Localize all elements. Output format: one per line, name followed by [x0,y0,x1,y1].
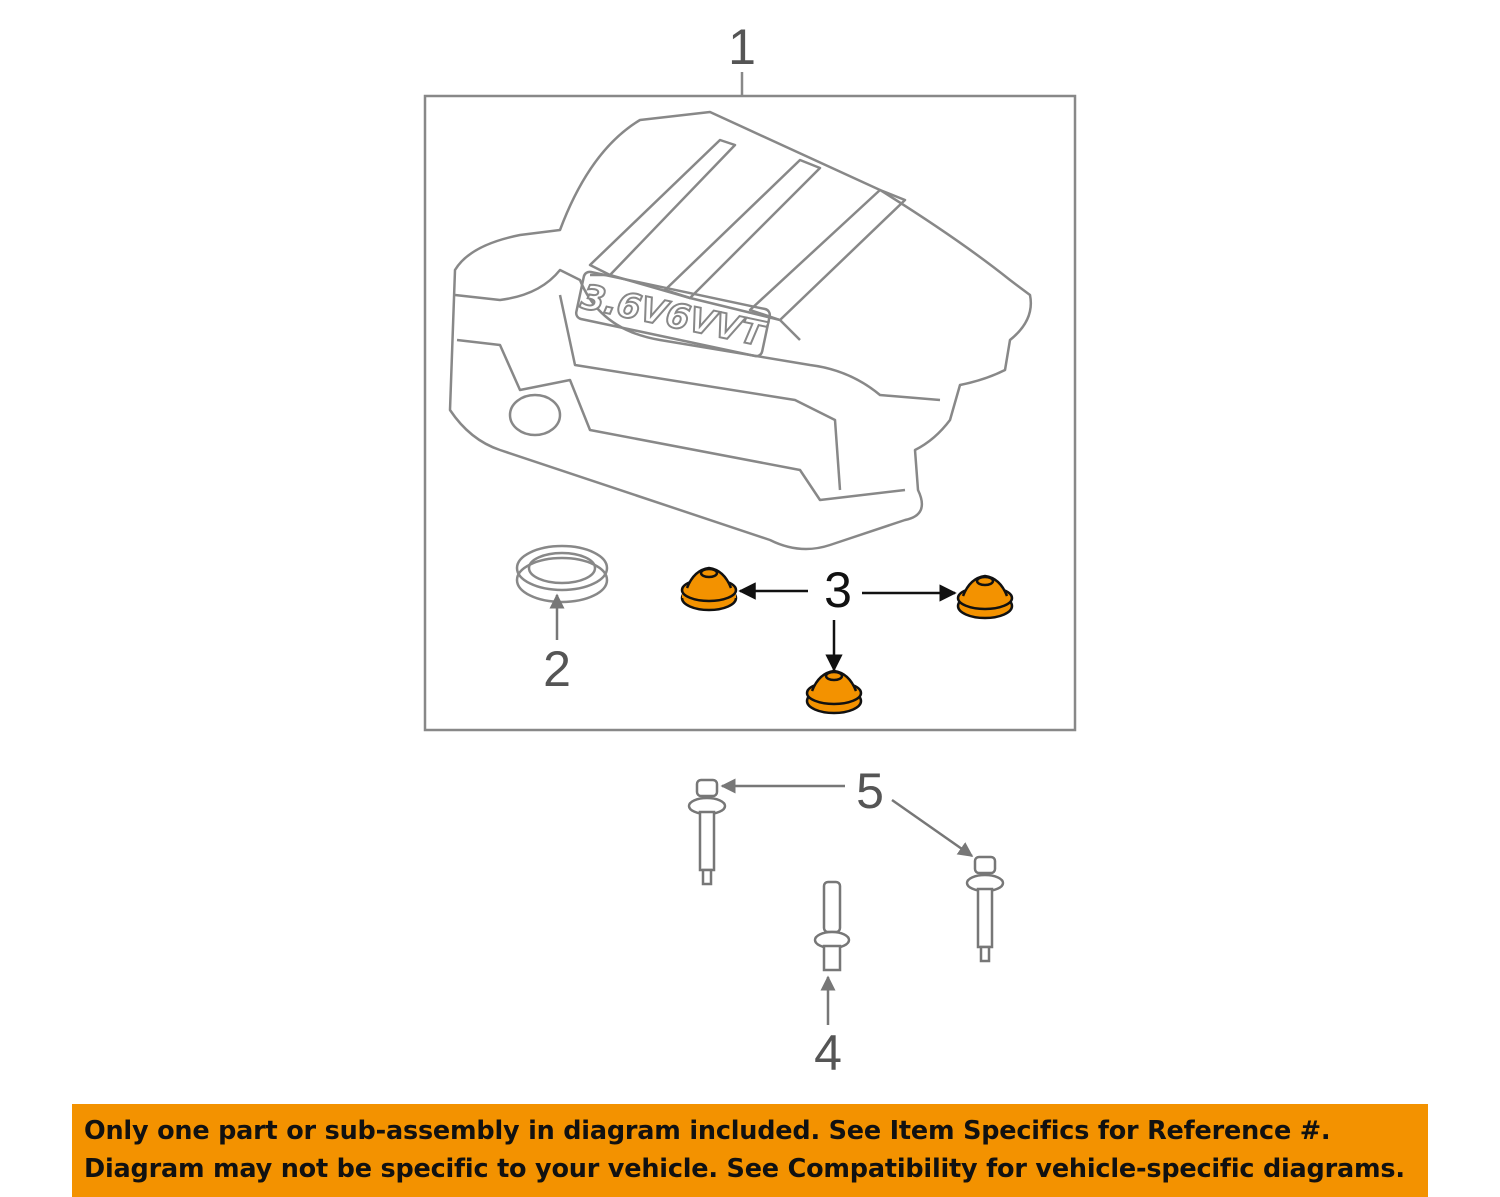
disclaimer-line-2: Diagram may not be specific to your vehi… [84,1154,1405,1184]
disclaimer-banner: Only one part or sub-assembly in diagram… [72,1104,1428,1197]
assembly-box [423,94,1077,732]
stud-fastener-part-4 [813,880,851,972]
callout-5: 5 [856,763,884,819]
disclaimer-line-1: Only one part or sub-assembly in diagram… [84,1116,1331,1146]
leader-arrows-3 [738,582,957,672]
seal-part-2 [515,544,609,604]
stud-fasteners-part-5 [687,778,1005,963]
callout-3: 3 [824,562,852,618]
callout-4: 4 [814,1025,842,1081]
leader-arrows-5 [720,778,974,858]
callout-1: 1 [728,19,756,75]
engine-cover-drawing: 3.6V6VVT [448,110,1033,551]
callout-2: 2 [543,641,571,697]
grommets-part-3 [680,566,1014,715]
